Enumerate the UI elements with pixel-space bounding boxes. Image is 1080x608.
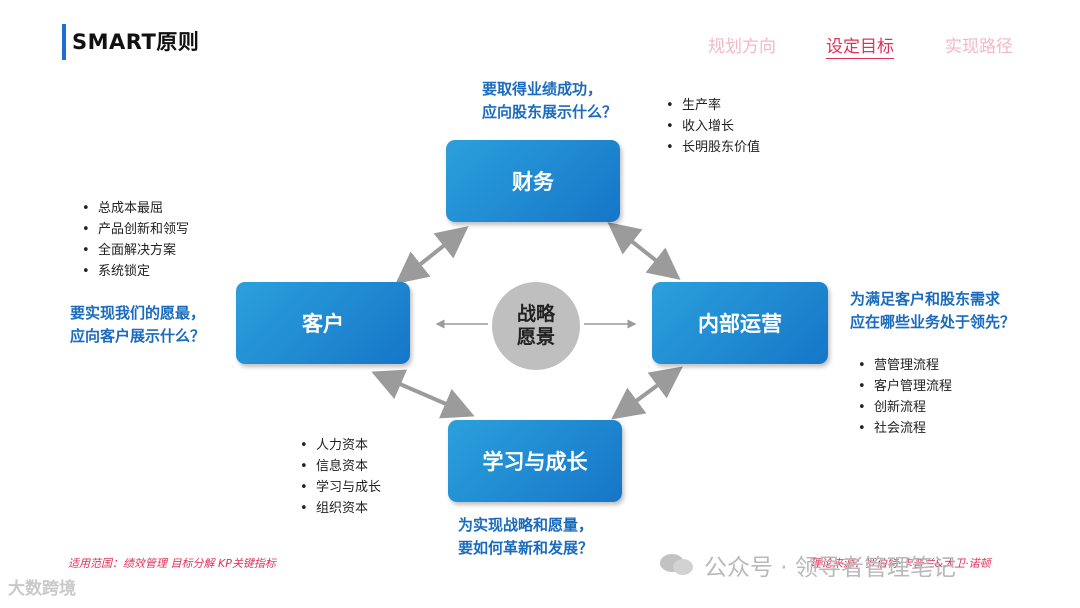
list-item: 全面解决方案: [82, 240, 189, 261]
list-item: 信息资本: [300, 456, 381, 477]
bullets-finance: 生产率 收入增长 长明股东价值: [666, 95, 760, 158]
list-item: 总成本最屈: [82, 198, 189, 219]
list-item: 营管理流程: [858, 355, 952, 376]
bullets-learning: 人力资本 信息资本 学习与成长 组织资本: [300, 435, 381, 519]
bullets-customer: 总成本最屈 产品创新和领写 全面解决方案 系统锁定: [82, 198, 189, 282]
question-internal: 为满足客户和股东需求 应在哪些业务处于领先？: [850, 290, 1016, 331]
list-item: 社会流程: [858, 418, 952, 439]
list-item: 生产率: [666, 95, 760, 116]
nav-set-goal[interactable]: 设定目标: [826, 32, 894, 59]
center-label-line1: 战略: [516, 303, 555, 325]
arrow-internal-learning: [611, 366, 683, 420]
list-item: 学习与成长: [300, 477, 381, 498]
page-title: SMART原则: [72, 30, 200, 54]
box-customer: 客户: [236, 282, 410, 364]
source-note: 理论来源：罗伯特·卡普兰&大卫·诺顿: [810, 557, 991, 570]
question-learning: 为实现战略和愿量， 要如何革新和发展？: [458, 516, 594, 557]
list-item: 人力资本: [300, 435, 381, 456]
list-item: 创新流程: [858, 397, 952, 418]
box-internal-operations: 内部运营: [652, 282, 828, 364]
arrow-finance-internal: [607, 222, 681, 280]
nav-implementation-path[interactable]: 实现路径: [945, 37, 1013, 57]
arrow-finance-customer: [395, 226, 469, 284]
list-item: 组织资本: [300, 498, 381, 519]
strategy-vision-circle: 战略 愿景: [492, 282, 580, 370]
wechat-icon: [660, 554, 693, 575]
nav-plan-direction[interactable]: 规划方向: [708, 37, 776, 57]
list-item: 产品创新和领写: [82, 219, 189, 240]
watermark-left: 大数跨境: [8, 579, 76, 599]
question-finance: 要取得业绩成功， 应向股东展示什么？: [482, 80, 618, 121]
arrow-customer-learning: [371, 369, 475, 419]
title-accent-bar: [62, 24, 66, 60]
list-item: 系统锁定: [82, 261, 189, 282]
question-customer: 要实现我们的愿最， 应向客户展示什么？: [70, 304, 206, 345]
list-item: 收入增长: [666, 116, 760, 137]
scope-note: 适用范国：绩效管理 目标分解 KP关键指标: [68, 557, 276, 570]
center-label-line2: 愿景: [516, 326, 555, 348]
list-item: 客户管理流程: [858, 376, 952, 397]
list-item: 长明股东价值: [666, 137, 760, 158]
box-finance: 财务: [446, 140, 620, 222]
box-learning-growth: 学习与成长: [448, 420, 622, 502]
watermark-right: 公众号 · 领导者管理笔记: [658, 548, 956, 582]
watermark-right-text: 公众号 · 领导者管理笔记: [704, 555, 956, 581]
bullets-internal: 营管理流程 客户管理流程 创新流程 社会流程: [858, 355, 952, 439]
